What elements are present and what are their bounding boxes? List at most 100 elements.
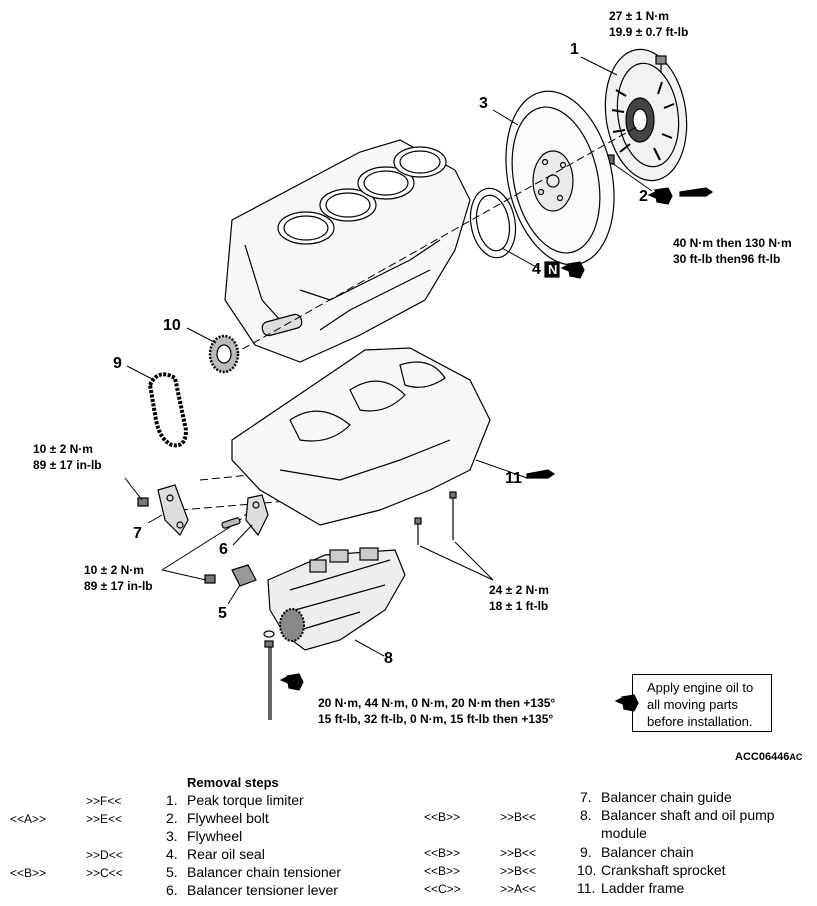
balancer-chain xyxy=(147,372,189,448)
callout-8: 8 xyxy=(384,650,393,667)
step-inst-code: >>B<< xyxy=(500,846,537,860)
step-text: Peak torque limiter xyxy=(187,792,304,808)
note-line-3: before installation. xyxy=(647,714,753,729)
figure-code-main: ACC06446 xyxy=(735,751,790,763)
step-inst-code: >>E<< xyxy=(86,812,123,826)
callout-3: 3 xyxy=(479,95,488,112)
step-number: 1. xyxy=(166,792,178,808)
step-text: Ladder frame xyxy=(601,880,685,896)
step-number: 7. xyxy=(580,789,592,805)
step-number: 8. xyxy=(580,807,592,823)
cylinder-block xyxy=(224,139,471,363)
guide-bolt xyxy=(137,497,149,507)
figure-code-suffix: AC xyxy=(789,752,803,762)
torque-module-bolt: 20 N·m, 44 N·m, 0 N·m, 20 N·m then +135°… xyxy=(318,695,555,727)
flywheel xyxy=(505,90,615,266)
engine-oil-icon xyxy=(614,694,639,712)
engine-oil-icon xyxy=(560,261,585,279)
torque-ftlb: 30 ft-lb then96 ft-lb xyxy=(673,252,781,266)
engine-oil-icon xyxy=(279,673,304,691)
step-rem-code: <<B>> xyxy=(10,866,47,880)
engine-oil-note: Apply engine oil to all moving parts bef… xyxy=(632,674,772,732)
step-number: 2. xyxy=(166,810,178,826)
step-text: Rear oil seal xyxy=(187,846,265,862)
callout-4: 4 xyxy=(532,261,541,278)
step-rem-code: <<B>> xyxy=(424,810,461,824)
step-text: Balancer shaft and oil pump xyxy=(601,807,775,823)
removal-steps-title: Removal steps xyxy=(187,775,279,790)
leader-lines xyxy=(124,56,653,657)
step-inst-code: >>A<< xyxy=(500,882,537,896)
callout-2: 2 xyxy=(639,188,648,205)
torque-ftlb: 18 ± 1 ft-lb xyxy=(489,599,549,613)
torque-nm: 27 ± 1 N·m xyxy=(609,9,669,23)
step-number: 11. xyxy=(577,880,596,896)
step-text: Balancer tensioner lever xyxy=(187,882,338,898)
step-inst-code: >>B<< xyxy=(500,864,537,878)
callout-1: 1 xyxy=(570,41,579,58)
torque-ftlb: 19.9 ± 0.7 ft-lb xyxy=(609,25,689,39)
ladder-frame xyxy=(231,347,491,526)
step-number: 9. xyxy=(580,844,592,860)
step-number: 10. xyxy=(577,862,597,878)
step-text: Flywheel xyxy=(187,828,243,844)
torque-nm: 10 ± 2 N·m xyxy=(33,442,93,456)
note-line-2: all moving parts xyxy=(647,697,739,712)
crankshaft-sprocket xyxy=(208,334,240,374)
tensioner-pin xyxy=(221,517,241,529)
callout-10: 10 xyxy=(163,317,181,334)
torque-ftlb: 15 ft-lb, 32 ft-lb, 0 N·m, 15 ft-lb then… xyxy=(318,712,554,726)
new-part-marker-box xyxy=(544,261,560,278)
step-number: 4. xyxy=(166,846,178,862)
step-number: 6. xyxy=(166,882,178,898)
step-inst-code: >>C<< xyxy=(86,866,123,880)
step-text-continued: module xyxy=(601,825,647,841)
torque-nm: 20 N·m, 44 N·m, 0 N·m, 20 N·m then +135° xyxy=(318,696,556,710)
torque-guide-bolt: 10 ± 2 N·m 89 ± 17 in-lb xyxy=(33,441,102,473)
step-text: Balancer chain tensioner xyxy=(187,864,342,880)
torque-inlb: 89 ± 17 in-lb xyxy=(33,458,102,472)
sealant-tube-icon xyxy=(526,469,556,479)
step-text: Flywheel bolt xyxy=(187,810,269,826)
callout-5: 5 xyxy=(218,605,227,622)
step-inst-code: >>B<< xyxy=(500,810,537,824)
torque-inlb: 89 ± 17 in-lb xyxy=(84,579,153,593)
balancer-chain-guide xyxy=(157,484,189,536)
torque-tensioner-bolt: 10 ± 2 N·m 89 ± 17 in-lb xyxy=(84,562,153,594)
note-line-1: Apply engine oil to xyxy=(647,680,754,695)
peak-torque-limiter xyxy=(604,48,688,182)
engine-oil-icon xyxy=(647,187,673,205)
balancer-chain-tensioner xyxy=(231,564,257,587)
torque-flywheel-bolt: 40 N·m then 130 N·m 30 ft-lb then96 ft-l… xyxy=(673,235,792,267)
step-rem-code: <<B>> xyxy=(424,864,461,878)
sealant-tube-icon xyxy=(679,187,714,197)
tensioner-bolt xyxy=(204,574,216,584)
callout-7: 7 xyxy=(133,525,142,542)
limiter-bolt xyxy=(655,55,667,72)
torque-nm: 24 ± 2 N·m xyxy=(489,583,549,597)
exploded-view-diagram xyxy=(124,48,714,720)
step-rem-code: <<A>> xyxy=(10,812,47,826)
rear-oil-seal xyxy=(469,187,517,259)
torque-nm: 40 N·m then 130 N·m xyxy=(673,236,792,250)
new-part-mark: N xyxy=(548,262,558,277)
callout-6: 6 xyxy=(219,541,228,558)
step-number: 3. xyxy=(166,828,178,844)
ladder-frame-bolts xyxy=(414,491,457,545)
step-number: 5. xyxy=(166,864,178,880)
step-rem-code: <<C>> xyxy=(424,882,461,896)
torque-ladder-frame-bolt: 24 ± 2 N·m 18 ± 1 ft-lb xyxy=(489,582,549,614)
torque-nm: 10 ± 2 N·m xyxy=(84,563,144,577)
step-text: Balancer chain xyxy=(601,844,694,860)
step-text: Crankshaft sprocket xyxy=(601,862,726,878)
balancer-shaft-oil-pump-module xyxy=(267,547,406,651)
module-bolt xyxy=(263,630,275,720)
balancer-tensioner-lever xyxy=(245,494,269,537)
step-rem-code: <<B>> xyxy=(424,846,461,860)
callout-9: 9 xyxy=(113,355,122,372)
step-text: Balancer chain guide xyxy=(601,789,732,805)
torque-limiter-bolt: 27 ± 1 N·m 19.9 ± 0.7 ft-lb xyxy=(609,8,688,40)
figure-code: ACC06446AC xyxy=(735,751,802,763)
callout-11: 11 xyxy=(505,470,522,487)
step-inst-code: >>F<< xyxy=(86,794,122,808)
